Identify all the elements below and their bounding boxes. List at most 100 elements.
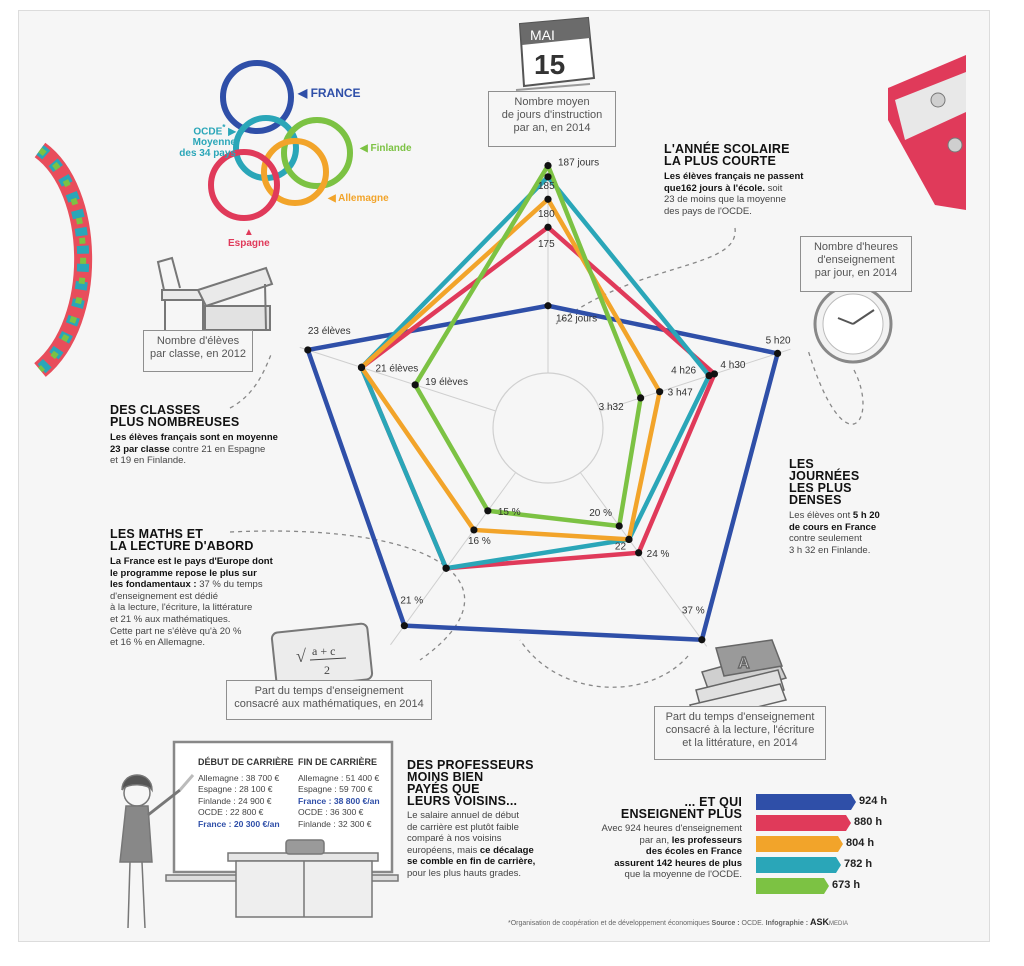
formula-denominator: 2 xyxy=(324,663,330,677)
tablet-formula-illustration: √ a + c 2 xyxy=(270,622,374,690)
radar-series-finlande xyxy=(412,163,643,529)
section-classes-p3: et 19 en Finlande. xyxy=(110,455,187,467)
desk-chair-illustration xyxy=(156,256,274,331)
legend-france: ◀ FRANCE xyxy=(298,86,361,100)
salary-fin-row: Allemagne : 51 400 € xyxy=(298,772,380,783)
section-maths-p7: Cette part ne s'élève qu'à 20 % xyxy=(110,625,242,637)
radar-point xyxy=(544,173,552,181)
section-profs-p6: pour les plus hauts grades. xyxy=(407,867,522,879)
hours-bar-label: 804 h xyxy=(846,837,875,849)
radar-value-label: 23 élèves xyxy=(308,326,351,337)
clock-icon xyxy=(813,284,893,364)
section-maths-p4: d'enseignement est dédié xyxy=(110,590,218,602)
box-lecture-line3: et la littérature, en 2014 xyxy=(682,737,798,749)
radar-point xyxy=(635,549,643,557)
hours-bar-label: 880 h xyxy=(854,816,883,828)
radar-value-label: 185 xyxy=(538,181,555,192)
radar-series-allemagne xyxy=(359,196,662,542)
salary-fin-row: Espagne : 59 700 € xyxy=(298,784,373,794)
hours-bar-label: 782 h xyxy=(844,858,873,870)
section-profs-p2: de carrière est plutôt faible xyxy=(407,821,519,833)
salary-debut-row: Espagne : 28 100 € xyxy=(198,784,273,794)
radar-value-label: 5 h20 xyxy=(766,335,791,346)
eraser-decoration xyxy=(888,55,966,210)
box-heures-line1: Nombre d'heures xyxy=(813,241,899,253)
section-annee-title1: L'ANNÉE SCOLAIRE xyxy=(664,142,790,156)
radar-point xyxy=(304,346,312,354)
radar-point xyxy=(637,394,645,402)
calendar-day: 15 xyxy=(534,49,565,80)
radar-point xyxy=(544,162,552,170)
radar-point xyxy=(773,349,782,358)
section-maths-p6: et 21 % aux mathématiques. xyxy=(110,613,231,625)
box-heures: Nombre d'heures d'enseignement par jour,… xyxy=(800,236,912,292)
salary-debut-row: Allemagne : 38 700 € xyxy=(198,772,280,783)
legend-allemagne: ◀ Allemagne xyxy=(328,193,389,204)
books-illustration: A xyxy=(689,639,788,723)
radar-value-label: 180 xyxy=(538,209,555,220)
section-profs-title1: DES PROFESSEURS xyxy=(407,758,534,772)
section-profs-title4: LEURS VOISINS... xyxy=(407,794,518,808)
radar-value-label: 162 jours xyxy=(556,314,597,325)
radar-value-label: 21 % xyxy=(400,596,423,607)
section-classes-p1: Les élèves français sont en moyenne xyxy=(110,432,278,443)
radar-point xyxy=(442,564,450,572)
salary-fin-title: FIN DE CARRIÈRE xyxy=(298,757,378,767)
radar-value-label: 3 h32 xyxy=(599,402,624,413)
hours-bar-label: 673 h xyxy=(832,879,861,891)
teacher-board-illustration xyxy=(119,740,399,929)
section-annee-p2: soit xyxy=(765,182,783,194)
footer-infographie-label: Infographie : xyxy=(765,920,809,927)
section-enseignent-title1: ... ET QUI xyxy=(684,795,742,809)
ring-finlande xyxy=(281,117,353,189)
section-journees: LES JOURNÉES LES PLUS DENSES Les élèves … xyxy=(789,458,909,556)
section-annee-p2b: que162 jours à l'école. xyxy=(664,182,765,194)
box-jours-line2: de jours d'instruction xyxy=(501,109,603,121)
ring-allemagne xyxy=(261,138,329,206)
section-maths-p3b: les fondamentaux : xyxy=(110,579,197,591)
radar-value-label: 24 % xyxy=(647,549,670,560)
box-eleves-line2: par classe, en 2012 xyxy=(150,348,247,360)
legend-ocde-sub: Moyenne xyxy=(192,137,236,149)
section-enseignent-p2: par an, xyxy=(639,834,672,846)
legend-france-label: FRANCE xyxy=(310,86,361,100)
radar-value-label: 16 % xyxy=(468,536,491,547)
section-maths-p1b: La France est le pays d'Europe dont xyxy=(110,556,273,567)
legend-ocde-sub2: des 34 pays xyxy=(179,148,236,160)
box-eleves: Nombre d'élèves par classe, en 2012 xyxy=(143,330,253,372)
salary-fin: FIN DE CARRIÈRE Allemagne : 51 400 € Esp… xyxy=(298,757,390,830)
section-classes-p2: contre 21 en Espagne xyxy=(169,443,266,455)
box-maths-line2: consacré aux mathématiques, en 2014 xyxy=(234,698,424,710)
section-maths-p5: à la lecture, l'écriture, la littérature xyxy=(110,602,253,614)
section-profs-p4b: ce décalage xyxy=(479,844,534,856)
section-maths-p2b: le programme repose le plus sur xyxy=(110,567,257,579)
radar-series-france xyxy=(305,303,780,642)
legend-allemagne-label: Allemagne xyxy=(338,193,389,204)
formula-numerator: a + c xyxy=(312,644,335,658)
radar-point xyxy=(544,195,552,203)
calendar-icon: MAI 15 xyxy=(515,16,596,91)
hours-bar xyxy=(756,857,841,873)
section-classes-title1: DES CLASSES xyxy=(110,403,201,417)
hours-bar xyxy=(756,878,829,894)
radar-value-label: 21 élèves xyxy=(376,363,419,374)
section-profs: DES PROFESSEURS MOINS BIEN PAYÉS QUE LEU… xyxy=(407,759,567,880)
radar-axis-spoke xyxy=(579,472,708,647)
section-profs-p4: européens, mais xyxy=(407,844,480,856)
legend-finlande: ◀ Finlande xyxy=(360,143,412,154)
box-jours-line3: par an, en 2014 xyxy=(513,122,591,134)
radar-value-label: 187 jours xyxy=(558,158,599,169)
section-journees-title2: JOURNÉES xyxy=(789,469,860,483)
section-maths-title2: LA LECTURE D'ABORD xyxy=(110,539,254,553)
section-maths-p3: 37 % du temps xyxy=(196,579,263,591)
hours-bar-chart: 924 h 880 h 804 h 782 h 673 h xyxy=(756,794,906,904)
section-journees-p1: Les élèves ont xyxy=(789,510,853,521)
section-enseignent-p2b: les professeurs xyxy=(671,834,742,846)
hours-bar-label: 924 h xyxy=(859,795,888,807)
section-annee-p1: Les élèves français ne passent xyxy=(664,171,804,182)
section-enseignent-p4b: assurent 142 heures de plus xyxy=(614,857,742,869)
section-profs-title3: PAYÉS QUE xyxy=(407,782,480,796)
legend-finlande-label: Finlande xyxy=(370,143,412,154)
radar-inner-circle xyxy=(492,372,604,484)
section-journees-p1b: 5 h 20 xyxy=(852,510,880,521)
